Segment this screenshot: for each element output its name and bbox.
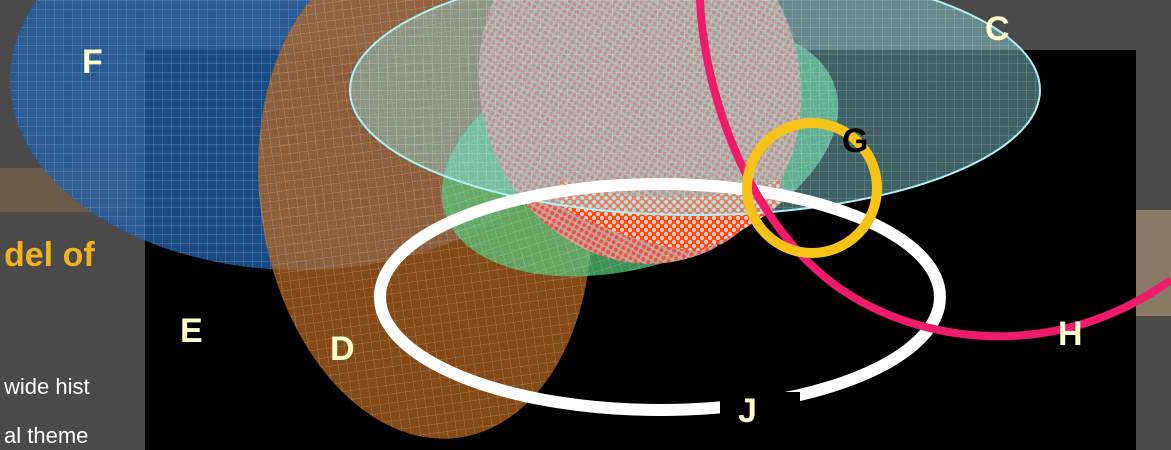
label-a: A — [655, 282, 680, 320]
label-e: E — [180, 312, 203, 350]
j-label-gap — [720, 392, 800, 422]
label-c: C — [985, 10, 1010, 48]
label-d: D — [330, 330, 355, 368]
label-h: H — [1058, 315, 1083, 353]
label-j: J — [738, 392, 757, 430]
label-f: F — [82, 43, 103, 81]
label-g: G — [842, 122, 868, 160]
label-b: B — [715, 238, 740, 276]
